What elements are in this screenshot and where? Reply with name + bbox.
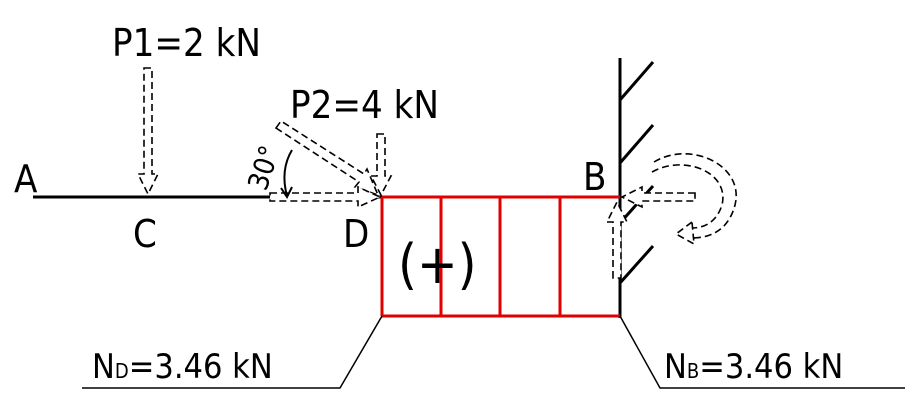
- point-c-label: C: [133, 212, 157, 256]
- p2-horizontal-component-arrow: [269, 185, 382, 209]
- reaction-moment-arrow: [651, 153, 737, 246]
- nb-value: =3.46 kN: [699, 347, 843, 387]
- reaction-vertical-arrow: [605, 200, 629, 279]
- angle-label: 30°: [241, 142, 286, 195]
- reaction-horizontal-arrow: [620, 185, 696, 209]
- p2-label: P2=4 kN: [290, 83, 439, 127]
- axial-force-diagram: [380, 195, 620, 318]
- p1-load-arrow: [136, 67, 160, 196]
- nb-result-label: NB=3.46 kN: [664, 347, 843, 387]
- angle-arc: [283, 149, 293, 197]
- p1-label: P1=2 kN: [112, 21, 261, 65]
- nd-result-label: ND=3.46 kN: [92, 347, 273, 387]
- nb-subscript: B: [687, 359, 699, 383]
- nb-symbol: N: [664, 347, 687, 387]
- nd-symbol: N: [92, 347, 115, 387]
- nd-leader-line: [82, 315, 383, 389]
- nd-subscript: D: [115, 359, 129, 383]
- sign-label: (+): [398, 233, 477, 296]
- point-d-label: D: [343, 212, 369, 256]
- point-b-label: B: [583, 155, 606, 199]
- fixed-wall-support: [618, 58, 655, 318]
- p2-inclined-arrow: [274, 119, 380, 197]
- p2-vertical-component-arrow: [369, 133, 393, 197]
- angle-arc-arrowhead: [280, 186, 293, 199]
- nd-value: =3.46 kN: [129, 347, 273, 387]
- nb-leader-line: [619, 315, 905, 389]
- point-a-label: A: [14, 157, 38, 201]
